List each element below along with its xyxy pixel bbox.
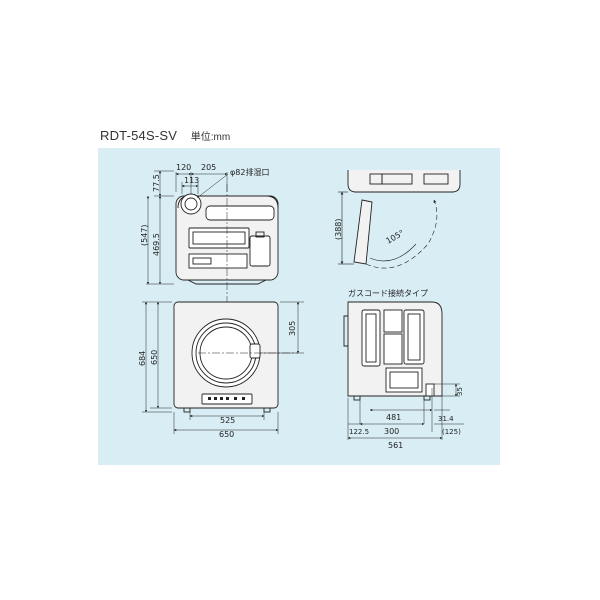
dim-684: 684 [138, 351, 147, 366]
gas-inlet [425, 383, 435, 397]
dimension-drawing: 120 205 113 φ82排湿口 77.5 (547) 469.5 105°… [98, 148, 500, 465]
dim-120: 120 [176, 163, 191, 172]
dim-305: 305 [288, 321, 297, 336]
dim-469-5: 469.5 [152, 233, 161, 256]
dim-300: 300 [384, 427, 399, 436]
side-view-dimensions [347, 383, 464, 440]
side-view-door [347, 170, 461, 265]
dim-125: (125) [442, 428, 461, 436]
top-view-base [187, 279, 267, 285]
model-name: RDT-54S-SV [100, 128, 178, 143]
gas-cord-label: ガスコード接続タイプ [348, 288, 428, 298]
side-foot-right [423, 395, 431, 401]
top-view-dimensions [146, 170, 229, 285]
control-buttons [208, 397, 245, 400]
top-view-panel-1-inner [192, 231, 246, 245]
dim-388: (388) [334, 218, 343, 240]
dim-525: 525 [220, 416, 235, 425]
door-swing [338, 191, 438, 269]
front-view [173, 301, 279, 413]
side-view-top-slot-3 [423, 173, 449, 185]
side-panel-left [361, 309, 381, 367]
drawing-panel: 120 205 113 φ82排湿口 77.5 (547) 469.5 105°… [98, 148, 500, 465]
front-view-dimensions [142, 301, 304, 434]
dim-35: 35 [456, 387, 464, 396]
dim-113: 113 [184, 176, 199, 185]
dim-650-vertical: 650 [150, 350, 159, 365]
side-view-top-body [347, 170, 461, 193]
dim-122-5: 122.5 [349, 428, 369, 436]
exhaust-label: φ82排湿口 [230, 167, 269, 177]
top-view-box-cap [255, 231, 265, 238]
side-panel-mid-top [383, 309, 403, 333]
side-view-rear-bump [343, 315, 348, 347]
side-panel-mid [383, 333, 403, 365]
side-panel-right-inner [407, 313, 421, 361]
dim-205: 205 [201, 163, 216, 172]
dim-650-horizontal: 650 [219, 430, 234, 439]
dim-31-4: 31.4 [438, 415, 454, 423]
top-view-lid [177, 195, 279, 209]
foot-right [263, 407, 271, 413]
dim-561: 561 [388, 441, 403, 450]
top-view-box [249, 235, 271, 267]
unit-label: 単位:mm [190, 132, 231, 143]
top-view-panel-1 [188, 227, 250, 249]
dim-481: 481 [386, 413, 401, 422]
dim-547: (547) [140, 224, 149, 246]
top-view-display [205, 205, 275, 221]
top-view-panel-2 [188, 253, 248, 269]
side-panel-right [403, 309, 425, 365]
dim-77-5: 77.5 [152, 174, 161, 192]
top-view-panel-2-inner [192, 257, 212, 265]
diagram-title: RDT-54S-SV 単位:mm [100, 128, 230, 143]
exhaust-port-inner [184, 197, 198, 211]
gas-connection-inner [389, 371, 419, 389]
door-handle [249, 343, 261, 359]
side-panel-left-inner [365, 313, 377, 363]
side-view [343, 301, 443, 401]
side-foot-left [353, 395, 361, 401]
foot-left [183, 407, 191, 413]
side-view-top-slot-2 [381, 173, 413, 185]
